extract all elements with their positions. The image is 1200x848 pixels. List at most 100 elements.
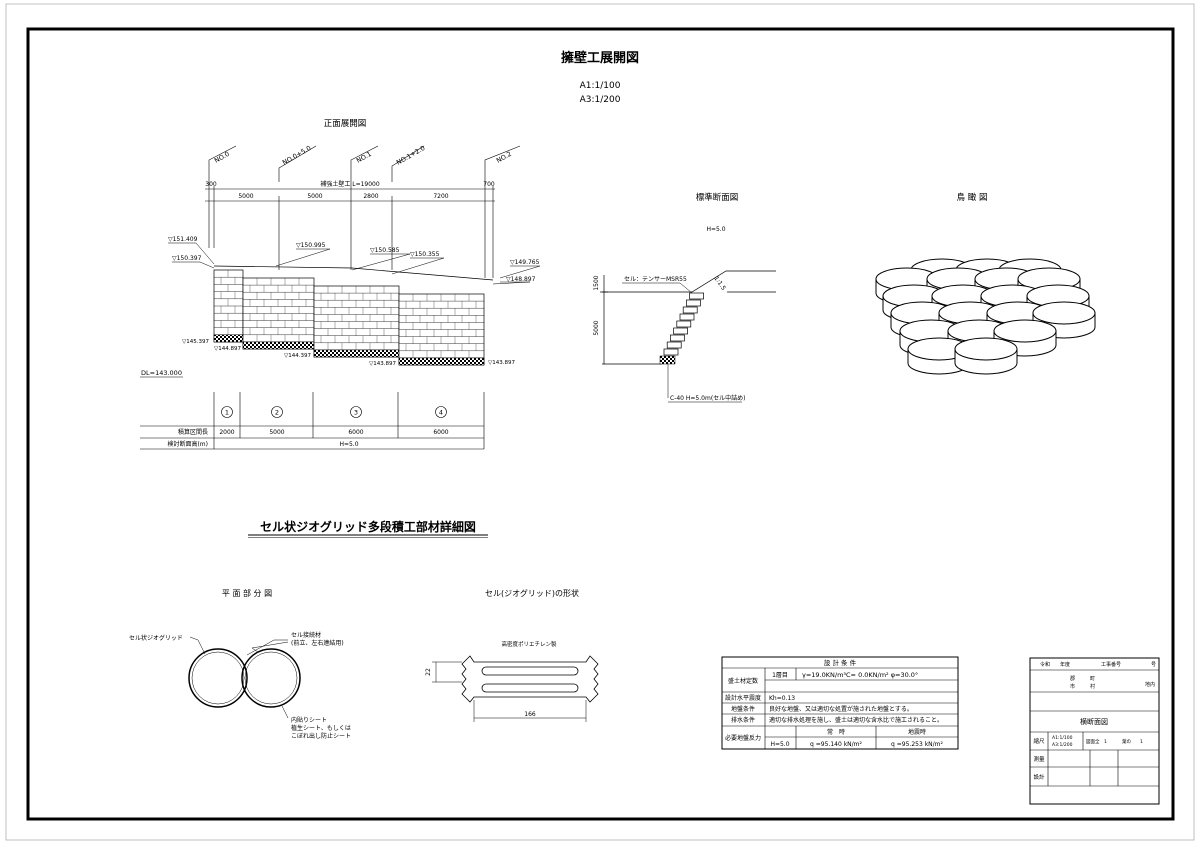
station-label: NO.0: [213, 150, 231, 165]
tb-sheets: 図面全 1: [1086, 738, 1107, 745]
label-inner: 内貼りシート: [291, 716, 327, 724]
section-height: H=5.0: [706, 226, 725, 233]
elev-label: ▽143.897: [369, 361, 396, 367]
material-label: 高密度ポリエチレン製: [501, 640, 557, 648]
section-number: 4: [439, 409, 443, 417]
cond-label: 盛土材定数: [728, 677, 758, 685]
foundation-hatch: [213, 334, 244, 343]
cell-step: [673, 327, 688, 335]
dim-700: 700: [483, 181, 495, 188]
birds-eye-title: 鳥 瞰 図: [957, 192, 988, 203]
dim-300: 300: [205, 181, 217, 188]
cond-header: 常 時: [827, 728, 845, 736]
tb-area: 市 村: [1070, 683, 1095, 690]
section-number-circles: [221, 406, 447, 418]
cylinder-top: [954, 337, 1018, 361]
row-label-height: 検討断面高(m): [167, 440, 208, 448]
cond-value: H=5.0: [770, 741, 789, 748]
elev-label: ▽149.765: [510, 259, 540, 266]
strap-outline: [461, 655, 599, 703]
cell-step: [686, 299, 701, 307]
dim-span: 2800: [363, 193, 378, 200]
dim-166: 166: [524, 711, 536, 718]
row-value: 2000: [219, 429, 234, 436]
elev-label: ▽151.409: [168, 236, 198, 243]
conditions-title: 設 計 条 件: [824, 658, 857, 667]
tb-year: 令和 年度: [1040, 661, 1070, 668]
section-number: 2: [275, 409, 279, 417]
tb-survey: 測量: [1033, 755, 1045, 763]
section-leaders: [622, 282, 742, 403]
foundation-hatch: [398, 357, 485, 366]
dim-span: 5000: [307, 193, 322, 200]
standard-section: 標準断面図 H=5.0 セル：テンサーMSR55 1:1.5 1500 5000…: [593, 192, 776, 403]
cond-value: γ=19.0KN/m³C= 0.0KN/m² φ=30.0°: [802, 671, 918, 679]
tb-sheet-no: 葉の 1: [1122, 738, 1143, 745]
section-table-lines: [140, 392, 485, 450]
dim-span: 5000: [238, 193, 253, 200]
cond-value: 良好な地盤、又は適切な処置が施された地盤とする。: [769, 705, 913, 713]
station-label: NO.2: [495, 150, 513, 165]
cell-label: セル：テンサーMSR55: [624, 276, 687, 283]
station-markers: [208, 145, 521, 182]
cond-value: Kh=0.13: [769, 695, 795, 702]
cond-header: 地震時: [908, 728, 926, 736]
cond-value: q =95.253 kN/m²: [891, 741, 943, 748]
cell-step: [666, 341, 682, 349]
sheet-title: 擁壁工展開図: [561, 50, 639, 66]
dim-total: 補強土壁工 L=19000: [320, 180, 380, 188]
dimension-lines: [205, 182, 495, 278]
tb-area: 郡 町: [1070, 675, 1095, 682]
cond-label: 地盤条件: [731, 705, 755, 713]
elev-label: ▽148.897: [506, 276, 536, 283]
cond-label: 設計水平震度: [725, 694, 761, 702]
station-label: NO.0+5.0: [281, 144, 312, 167]
design-conditions-table: 設 計 条 件 盛土材定数 1層目 γ=19.0KN/m³C= 0.0KN/m²…: [721, 656, 959, 750]
foundation-hatch: [242, 341, 315, 350]
wall-blocks: [213, 269, 485, 366]
cell-step: [663, 348, 679, 356]
cell-step: [682, 306, 698, 314]
section-number: 3: [354, 409, 358, 417]
cond-sub: 1層目: [772, 672, 788, 679]
cylinder-top: [993, 319, 1057, 343]
elev-label: ▽150.355: [410, 251, 440, 258]
row-label-length: 積算区間長: [178, 428, 208, 436]
tb-area: 地内: [1145, 681, 1155, 688]
scale-a3: A3:1/200: [580, 95, 621, 105]
plan-title: 平 面 部 分 図: [222, 588, 272, 598]
section-ground: [600, 270, 776, 365]
datum-level: DL=143.000: [141, 369, 182, 377]
shape-title: セル(ジオグリッド)の形状: [485, 588, 579, 598]
birds-eye-view: 鳥 瞰 図: [875, 192, 1096, 375]
inner-border: [26, 27, 1175, 821]
cell-shape: セル(ジオグリッド)の形状 高密度ポリエチレン製 22 166: [425, 588, 599, 722]
section-title: 標準断面図: [696, 192, 739, 203]
station-label: NO.1: [355, 150, 373, 165]
cylinder-stack: [875, 258, 1096, 375]
label-joint: セル接続材: [291, 631, 321, 639]
section-steps: [663, 292, 704, 356]
cond-label: 必要地盤反力: [725, 734, 761, 742]
tb-scale: A3:1/200: [1052, 742, 1073, 748]
label-joint-sub: (前立、左右連結用): [291, 639, 344, 647]
front-title: 正面展開図: [324, 119, 367, 129]
title-block: 令和 年度 工事番号 号 郡 町 市 村 地内 横断面図 縮尺 A1:1/100…: [1029, 657, 1160, 805]
label-inner-sub: 植生シート、もしくは: [291, 724, 351, 732]
foundation-hatch: [313, 349, 400, 358]
outer-border: [5, 3, 1195, 841]
crest-line: [213, 265, 494, 281]
base-block: [659, 355, 676, 365]
elev-label: ▽150.397: [172, 255, 202, 262]
plan-detail: 平 面 部 分 図 セル状ジオグリッド セル接続材 (前立、左右連結用) 内貼り…: [129, 588, 351, 740]
tb-scale-label: 縮尺: [1033, 737, 1045, 745]
dim-5000: 5000: [593, 320, 600, 335]
tb-work-no: 工事番号: [1101, 661, 1121, 668]
elevation-leaders: [168, 242, 541, 285]
row-value: 6000: [348, 429, 363, 436]
label-cell: セル状ジオグリッド: [129, 634, 183, 642]
row-value: 6000: [433, 429, 448, 436]
scale-a1: A1:1/100: [580, 81, 621, 91]
cylinder-top: [1032, 301, 1096, 325]
